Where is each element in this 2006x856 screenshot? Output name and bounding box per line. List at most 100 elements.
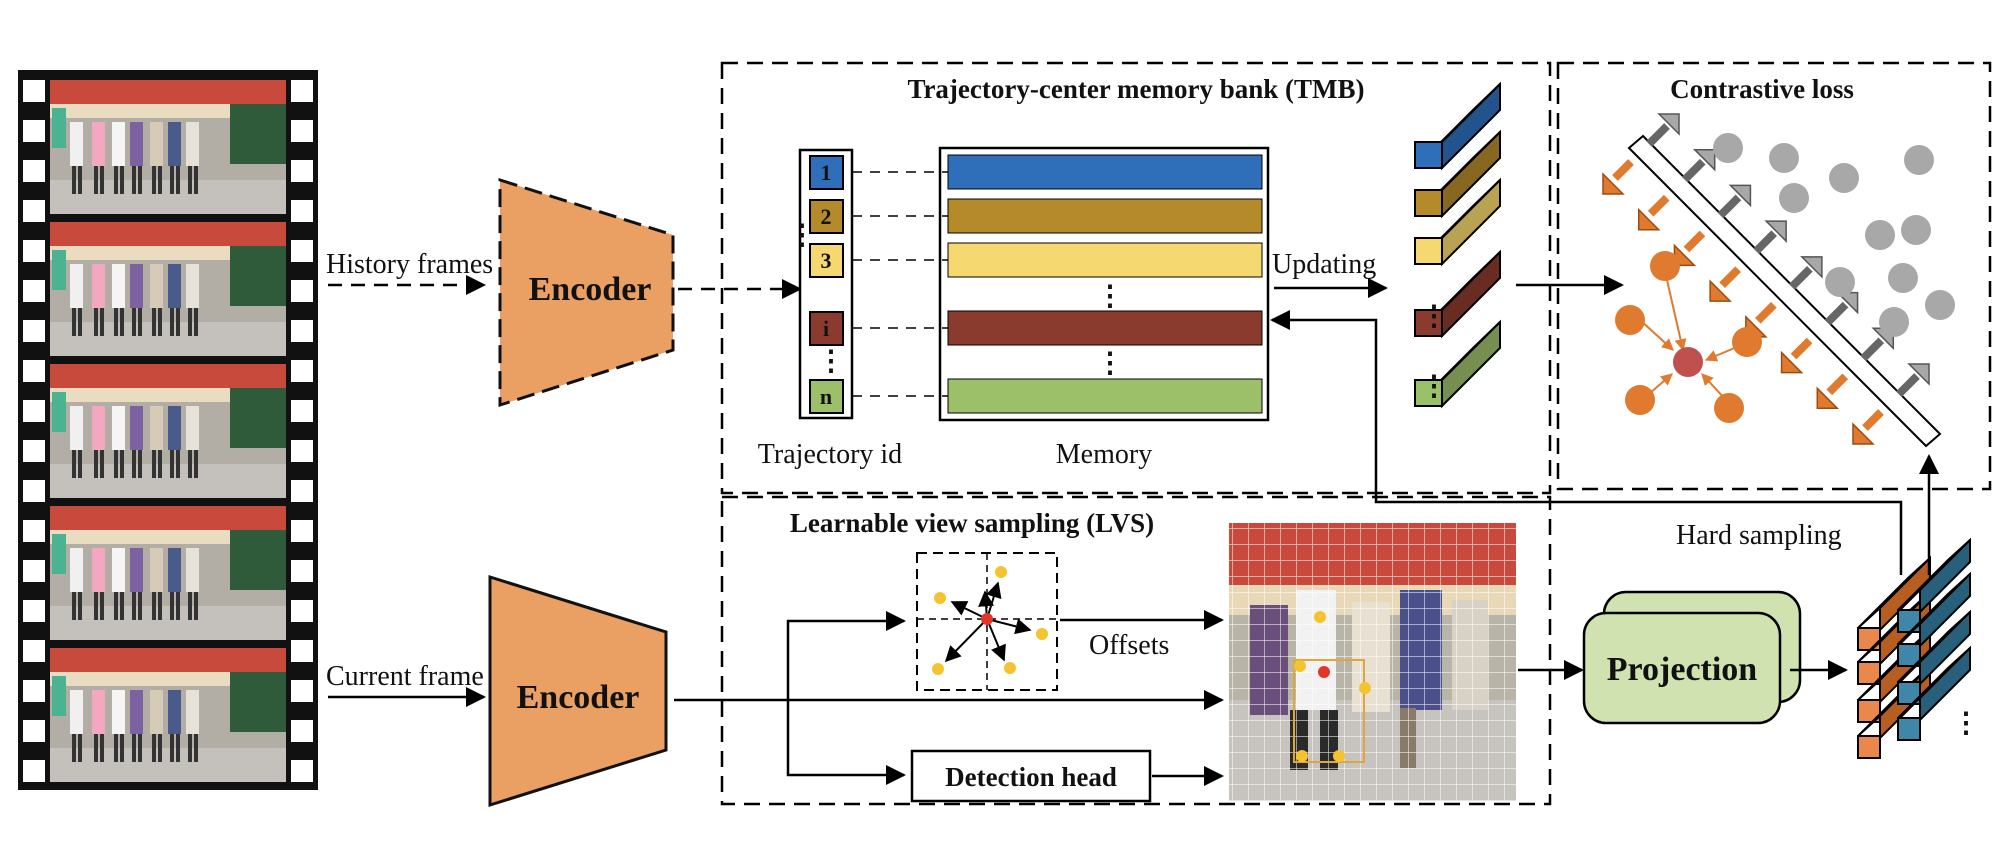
positive-node (1714, 393, 1744, 423)
to-detection-head-arrow (786, 700, 906, 785)
push-away-arrow (1824, 291, 1859, 326)
trajectory-id-item: 1 (809, 155, 844, 190)
film-sprocket (291, 440, 313, 462)
memory-box (938, 146, 1270, 422)
trajectory-id-item: 3 (809, 243, 844, 278)
push-away-arrow (1896, 363, 1930, 397)
film-sprocket (291, 640, 313, 662)
traj-ellipsis-2: ⋮ (817, 346, 845, 377)
feature-ellipsis: ⋮ (1952, 708, 1980, 739)
film-sprocket (291, 760, 313, 782)
film-sprocket (23, 520, 45, 542)
trajectory-feature-bar (1414, 81, 1501, 171)
trajectory-feature-bar (1414, 129, 1501, 219)
film-sprocket (291, 240, 313, 262)
film-sprocket (291, 200, 313, 222)
history-frames-label: History frames (326, 249, 493, 280)
push-away-arrow (1717, 184, 1752, 219)
trajectory-id-text: 1 (821, 160, 832, 185)
updating-label: Updating (1272, 249, 1376, 280)
memory-row (947, 154, 1263, 190)
trajectory-feature-bar (1414, 249, 1501, 339)
film-sprocket (291, 160, 313, 182)
lvs-region (720, 495, 1552, 806)
stack-ellipsis-1: ⋮ (1420, 301, 1448, 332)
sample-point (995, 566, 1007, 578)
detection-head-label: Detection head (945, 762, 1117, 792)
positive-node (1650, 251, 1680, 281)
contrastive-region (1556, 61, 1992, 491)
sample-point (934, 592, 946, 604)
film-sprocket (23, 720, 45, 742)
film-sprocket (23, 440, 45, 462)
tmb-title: Trajectory-center memory bank (TMB) (907, 74, 1364, 104)
sample-point (1036, 628, 1048, 640)
film-sprocket (23, 560, 45, 582)
encoder-bottom: Encoder (488, 574, 668, 808)
film-sprocket (23, 200, 45, 222)
film-sprocket (291, 320, 313, 342)
film-sprocket (291, 360, 313, 382)
memory-label: Memory (1056, 439, 1152, 470)
projection-block: Projection (1582, 590, 1802, 725)
push-away-arrow (1789, 256, 1823, 290)
projection-label: Projection (1607, 651, 1758, 688)
pull-in-arrow (1709, 266, 1741, 302)
film-sprocket (23, 680, 45, 702)
projected-feature-bar (1897, 645, 1971, 741)
film-sprocket (23, 320, 45, 342)
film-sprocket (291, 280, 313, 302)
film-sprocket (291, 560, 313, 582)
trajectory-id-text: 3 (821, 248, 832, 273)
film-frame (50, 506, 286, 640)
sample-point (932, 663, 944, 675)
memory-row (947, 198, 1263, 234)
traj-ellipsis-1: ⋮ (788, 220, 816, 251)
film-strip (18, 70, 318, 790)
trajectory-id-item: n (809, 379, 844, 414)
positive-node (1732, 327, 1762, 357)
trajectory-feature-bar (1414, 319, 1501, 409)
film-sprocket (23, 240, 45, 262)
trajectory-id-text: 2 (821, 204, 832, 229)
film-sprocket (23, 480, 45, 502)
pull-in-arrow (1816, 373, 1849, 410)
film-frame (50, 222, 286, 356)
memory-row (947, 310, 1263, 346)
push-away-arrow (1681, 148, 1716, 183)
film-sprocket (291, 120, 313, 142)
hard-sampling-label: Hard sampling (1676, 520, 1842, 551)
encoder-top: Encoder (498, 177, 675, 408)
memory-ellipsis-1: ⋮ (1096, 281, 1124, 312)
trajectory-id-text: n (820, 384, 832, 409)
offsets-label: Offsets (1089, 630, 1169, 661)
pull-in-arrow (1602, 159, 1634, 195)
film-sprocket (291, 600, 313, 622)
pull-in-arrow (1852, 409, 1884, 445)
projected-feature-bar (1897, 609, 1971, 705)
trajectory-id-column (798, 148, 854, 420)
encoder-top-label: Encoder (529, 271, 652, 308)
to-offset-sampler-arrow (786, 611, 906, 700)
negative-samples (1713, 133, 1955, 337)
contrastive-title: Contrastive loss (1670, 74, 1854, 104)
pull-in-arrow (1780, 337, 1813, 374)
memory-ellipsis-2: ⋮ (1096, 348, 1124, 379)
film-sprocket (291, 520, 313, 542)
trajectory-id-label: Trajectory id (758, 439, 902, 470)
tmb-region (720, 61, 1552, 495)
film-sprocket (23, 640, 45, 662)
trajectory-id-item: 2 (809, 199, 844, 234)
stack-ellipsis-2: ⋮ (1420, 371, 1448, 402)
film-sprocket (23, 600, 45, 622)
offset-sampler (916, 552, 1058, 691)
projected-feature-bar (1897, 537, 1971, 633)
film-sprocket (23, 760, 45, 782)
film-frame (50, 80, 286, 214)
memory-row (947, 242, 1263, 278)
lvs-title: Learnable view sampling (LVS) (790, 508, 1154, 538)
film-sprocket (291, 680, 313, 702)
film-sprocket (23, 80, 45, 102)
sampled-feature-image (1229, 523, 1516, 801)
